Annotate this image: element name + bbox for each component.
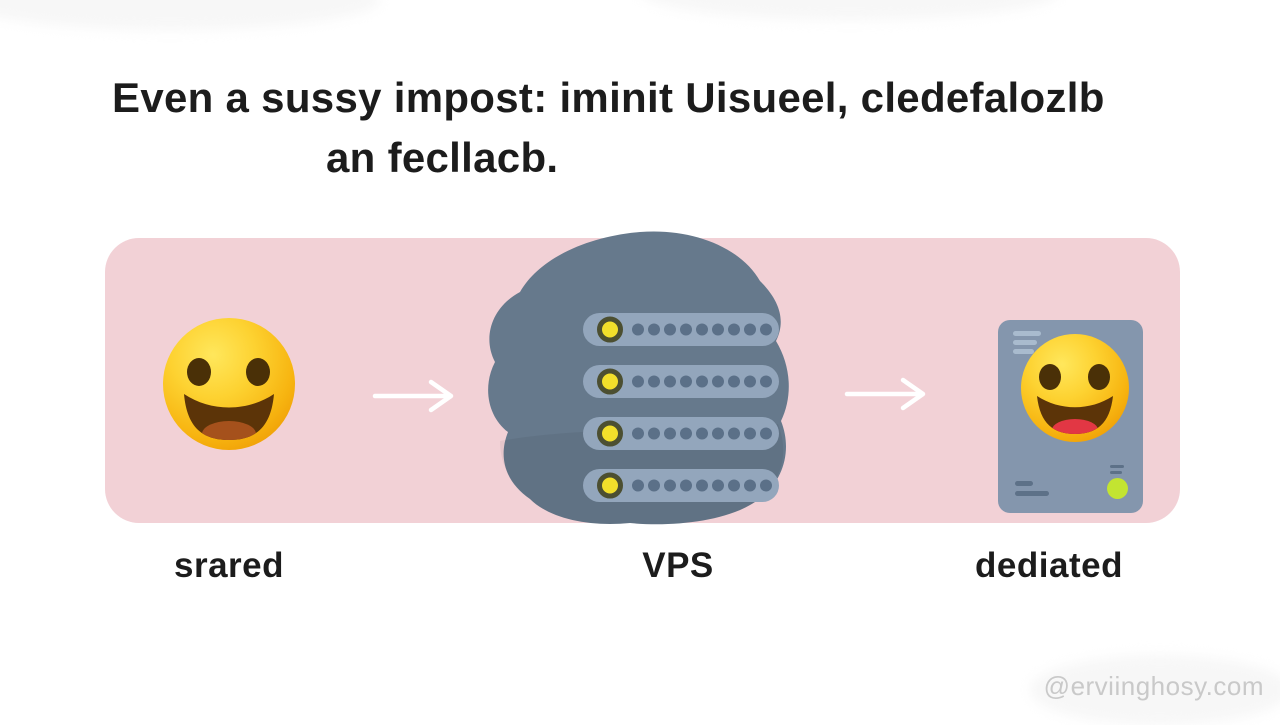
server-bar-dot — [744, 479, 756, 492]
server-bar-dot — [712, 375, 724, 388]
server-bar-dot — [664, 427, 676, 440]
server-bar-dot — [632, 323, 644, 336]
heading-line-2: an fecllacb. — [326, 134, 559, 181]
led-indicator — [1107, 478, 1128, 499]
vps-server-stack-icon — [488, 231, 789, 525]
server-bar-dot — [648, 375, 660, 388]
server-bar-dot — [760, 479, 772, 492]
server-bar-dot — [680, 375, 692, 388]
server-bar-dot — [728, 479, 740, 492]
stage-label-vps: VPS — [642, 546, 714, 585]
emoji-left-eye — [187, 358, 211, 386]
server-bar-dot — [712, 323, 724, 336]
server-bar-dot — [648, 427, 660, 440]
server-bar-dot — [728, 427, 740, 440]
card-detail-line — [1110, 471, 1122, 474]
server-bar-dot — [632, 427, 644, 440]
server-bars — [583, 313, 779, 502]
card-detail-line — [1013, 349, 1034, 354]
server-bar-dot — [680, 323, 692, 336]
server-bar-dot — [632, 375, 644, 388]
server-bar-dot — [744, 427, 756, 440]
card-detail-line — [1015, 491, 1049, 496]
card-detail-line — [1110, 465, 1124, 468]
server-bar-dot — [664, 479, 676, 492]
server-bar-dot — [648, 479, 660, 492]
server-bar-dot — [760, 427, 772, 440]
server-bar-dot — [696, 375, 708, 388]
emoji-tongue — [1052, 419, 1098, 434]
server-bar-dot — [760, 375, 772, 388]
server-bar-dot — [680, 479, 692, 492]
background-smudge — [640, 0, 1060, 20]
emoji-tongue — [202, 421, 256, 440]
card-detail-line — [1013, 331, 1041, 336]
server-bar-indicator — [597, 316, 623, 343]
server-bar-dot — [744, 375, 756, 388]
stage-label-dedicated: dediated — [975, 546, 1123, 585]
server-bar-dot — [728, 323, 740, 336]
server-bar-dot — [696, 427, 708, 440]
background-smudge — [0, 0, 380, 30]
emoji-right-eye — [1088, 364, 1110, 390]
watermark: @erviinghosy.com — [1043, 671, 1264, 701]
emoji-right-eye — [246, 358, 270, 386]
card-detail-line — [1015, 481, 1033, 486]
emoji-left-eye — [1039, 364, 1061, 390]
server-bar-dot — [664, 323, 676, 336]
server-bar-dot — [744, 323, 756, 336]
server-bar-indicator — [597, 420, 623, 447]
smiley-emoji-icon — [1021, 334, 1129, 442]
card-detail-line — [1013, 340, 1037, 345]
arrow-right-icon — [844, 377, 926, 411]
server-bar-dot — [696, 479, 708, 492]
server-bar-indicator — [597, 472, 623, 499]
server-bar-indicator — [597, 368, 623, 395]
server-bar-dot — [632, 479, 644, 492]
smiley-emoji-icon — [163, 318, 295, 450]
server-bar-dot — [712, 427, 724, 440]
server-bar-dot — [696, 323, 708, 336]
background-smudge — [1030, 655, 1280, 725]
server-bar-dot — [680, 427, 692, 440]
server-bar-dot — [712, 479, 724, 492]
server-bar-dot — [760, 323, 772, 336]
server-bar-dot — [728, 375, 740, 388]
arrow-right-icon — [372, 379, 454, 413]
dedicated-server-card-icon — [998, 320, 1143, 513]
stage-label-shared: srared — [173, 546, 285, 585]
heading-line-1: Even a sussy impost: iminit Uisueel, cle… — [112, 74, 1105, 121]
server-bar-dot — [664, 375, 676, 388]
server-bar-dot — [648, 323, 660, 336]
